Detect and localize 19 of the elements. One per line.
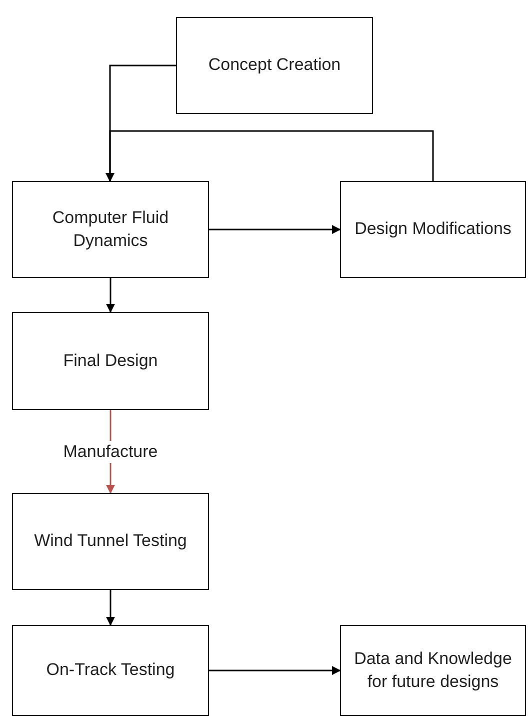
arrow (106, 590, 115, 626)
box-label: Wind Tunnel Testing (34, 530, 187, 552)
process-box (12, 625, 209, 716)
arrow (209, 666, 341, 675)
process-box (340, 625, 526, 716)
box-label: Concept Creation (208, 54, 341, 76)
arrow (106, 130, 434, 182)
process-box (12, 181, 209, 278)
box-label: Data and Knowledge for future designs (353, 648, 513, 692)
process-box (12, 493, 209, 590)
box-label: Final Design (63, 350, 158, 372)
process-box (12, 312, 209, 410)
arrow (106, 278, 115, 313)
process-box (340, 181, 526, 278)
process-box (176, 17, 373, 114)
box-label: Computer Fluid Dynamics (51, 207, 170, 252)
arrow (209, 225, 341, 234)
box-label: On-Track Testing (46, 659, 175, 682)
box-label: Design Modifications (354, 218, 512, 240)
